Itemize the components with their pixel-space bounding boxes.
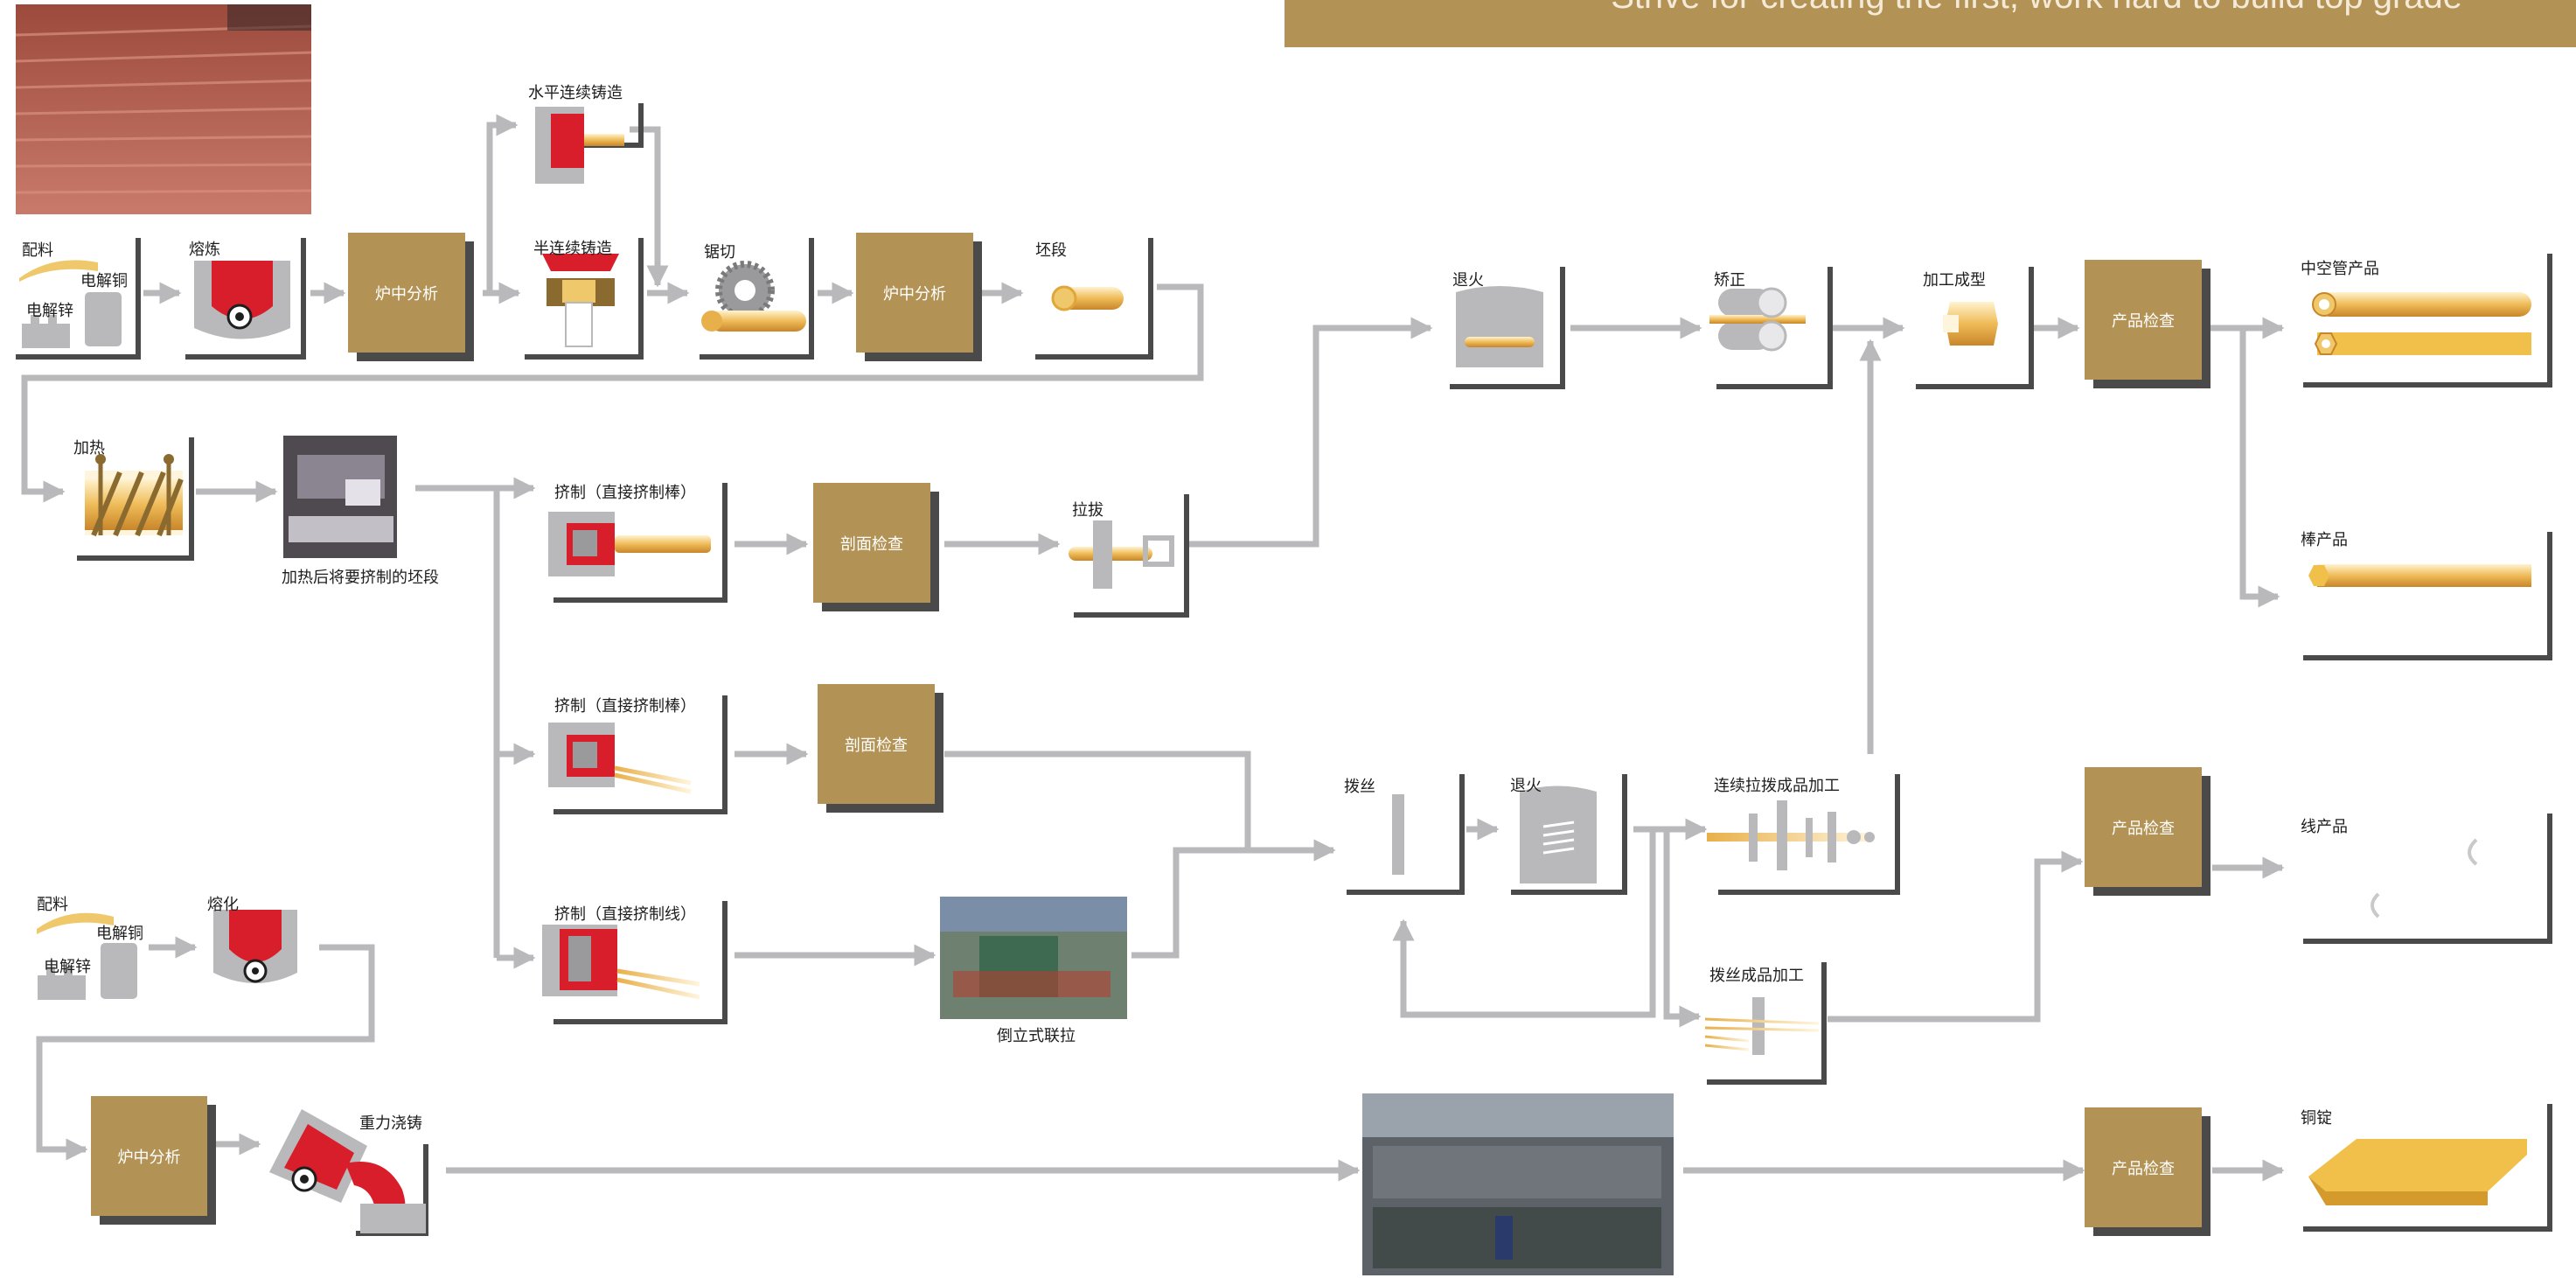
label-electrolytic-copper-2: 电解铜	[96, 925, 143, 942]
label-batching-2: 配料	[37, 896, 68, 913]
copper-rods-photo	[15, 4, 312, 214]
label-electrolytic-zinc-1: 电解锌	[26, 302, 73, 319]
connectors	[21, 114, 2285, 1182]
slogan-banner: Strive for creating the first, work hard…	[1285, 0, 2576, 47]
slogan-text: Strive for creating the first, work hard…	[1611, 0, 2462, 17]
product-inspection-box-2: 产品检查	[2085, 767, 2202, 887]
semi-continuous-casting-icon	[542, 254, 619, 347]
label-drawing: 拉拔	[1072, 501, 1104, 519]
label-electrolytic-copper-1: 电解铜	[80, 272, 128, 290]
finished-wire-drawing-icon	[1704, 997, 1820, 1055]
melting-furnace-icon	[194, 261, 290, 339]
label-heating: 加热	[73, 439, 105, 457]
label-forming: 加工成型	[1923, 271, 1986, 289]
copper-ingot-icon	[2308, 1139, 2527, 1205]
annealing-furnace-icon-2	[1520, 786, 1597, 883]
drawing-machine-photo	[940, 897, 1127, 1019]
extrusion-press-icon-2	[548, 723, 711, 794]
frames	[16, 103, 2552, 1236]
label-annealing-1: 退火	[1452, 271, 1484, 289]
workshop-photo	[1362, 1093, 1674, 1275]
label-annealing-2: 退火	[1510, 777, 1542, 794]
billet-segment-icon	[1051, 285, 1124, 311]
label-extrusion-1: 挤制（直接挤制棒）	[554, 484, 696, 501]
furnace-analysis-box-3: 炉中分析	[91, 1096, 207, 1216]
label-sawing: 锯切	[704, 243, 735, 261]
wire-drawing-icon	[1338, 794, 1443, 875]
section-inspection-box-2: 剖面检查	[818, 684, 935, 804]
furnace-analysis-box-1: 炉中分析	[348, 233, 465, 353]
label-extrusion-3: 挤制（直接挤制线）	[554, 905, 696, 923]
label-wire-drawing: 拨丝	[1344, 778, 1375, 795]
label-straightening: 矫正	[1714, 271, 1745, 289]
label-electrolytic-zinc-2: 电解锌	[44, 958, 91, 975]
extrusion-press-icon-1	[548, 512, 711, 576]
wire-coil-icon	[2371, 838, 2478, 918]
extrusion-press-icon-3	[542, 925, 711, 1000]
section-inspection-box-1: 剖面检查	[813, 483, 930, 603]
horizontal-casting-icon	[535, 107, 624, 184]
label-finished-wire-drawing: 拨丝成品加工	[1709, 967, 1804, 984]
label-melting: 熔化	[207, 896, 239, 913]
billet-photo	[283, 436, 397, 558]
melting-icon	[213, 910, 297, 983]
electrolytic-copper-icon-2	[37, 912, 137, 999]
label-smelting: 熔炼	[189, 241, 220, 258]
product-inspection-box-3: 产品检查	[2085, 1107, 2202, 1227]
continuous-drawing-icon	[1707, 800, 1875, 870]
annealing-furnace-icon-1	[1456, 286, 1543, 367]
furnace-analysis-box-2: 炉中分析	[856, 233, 973, 353]
saw-icon	[701, 261, 806, 332]
label-hollow-tube-product: 中空管产品	[2301, 260, 2379, 277]
label-batching-1: 配料	[22, 241, 53, 259]
product-inspection-box-1: 产品检查	[2085, 260, 2202, 380]
electrolytic-zinc-icon	[22, 315, 70, 348]
label-wire-product: 线产品	[2301, 818, 2348, 835]
heating-coil-icon	[85, 454, 184, 537]
electrolytic-zinc-icon-2	[38, 967, 86, 1000]
gravity-casting-icon	[269, 1109, 426, 1233]
label-horizontal-casting: 水平连续铸造	[528, 84, 623, 101]
forming-icon	[1943, 302, 1998, 346]
label-copper-ingot: 铜锭	[2301, 1109, 2332, 1127]
hollow-tube-icon	[2312, 292, 2531, 355]
electrolytic-copper-icon	[19, 260, 122, 346]
label-inverted-tandem-drawing: 倒立式联拉	[997, 1027, 1076, 1044]
label-semi-continuous-casting: 半连续铸造	[533, 240, 612, 257]
label-extrusion-2: 挤制（直接挤制棒）	[554, 697, 696, 715]
label-continuous-drawing: 连续拉拨成品加工	[1714, 777, 1840, 794]
bar-product-icon	[2308, 564, 2531, 628]
label-bar-product: 棒产品	[2301, 531, 2348, 548]
label-billet: 坯段	[1035, 241, 1067, 259]
straightening-rolls-icon	[1709, 287, 1806, 352]
drawing-die-icon	[1069, 520, 1174, 589]
label-gravity-casting: 重力浇铸	[359, 1114, 422, 1132]
label-heated-billet: 加热后将要挤制的坯段	[282, 569, 439, 586]
